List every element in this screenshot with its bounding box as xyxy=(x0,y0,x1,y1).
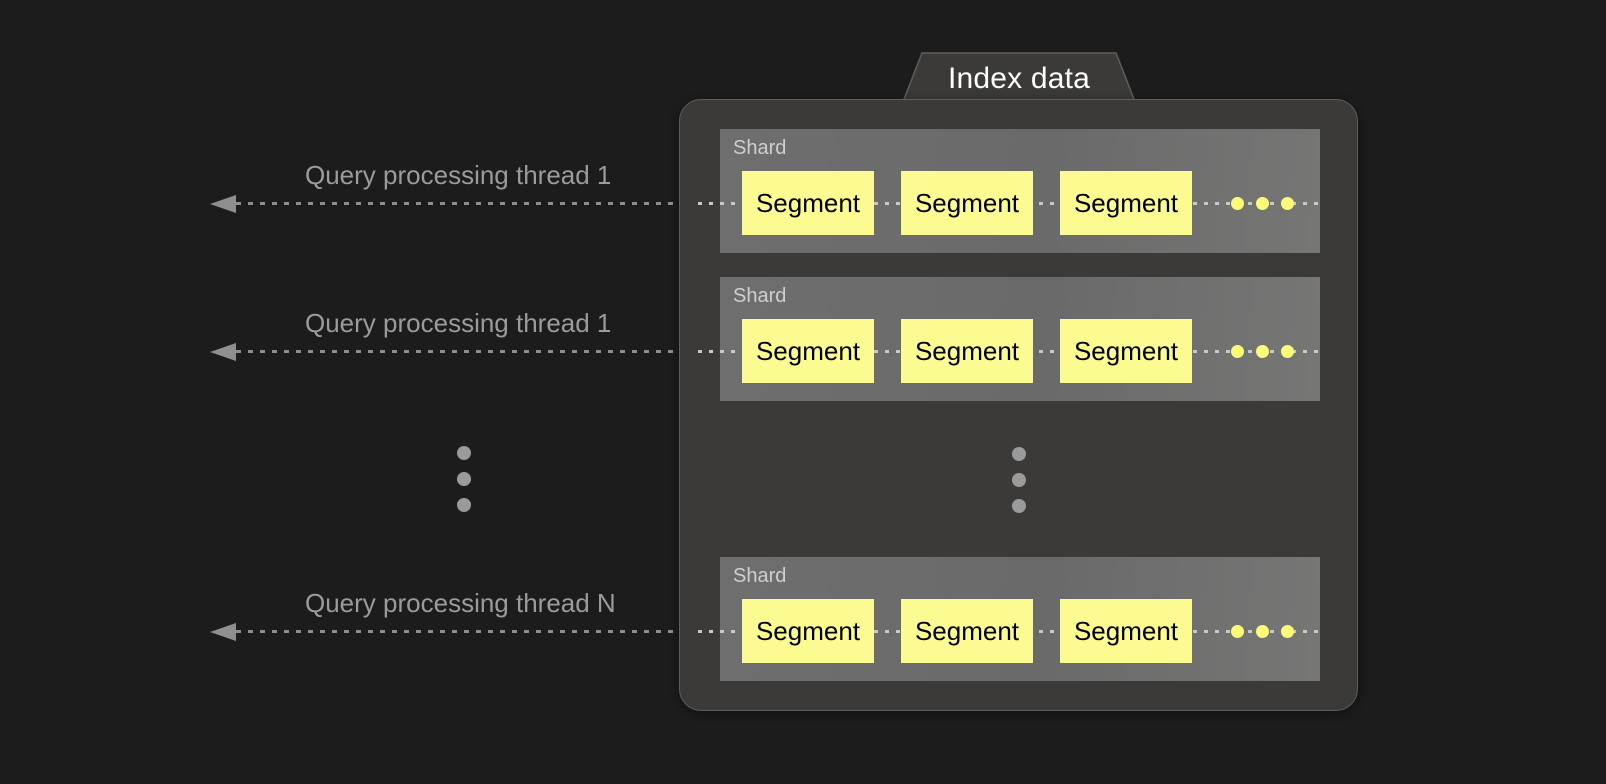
ellipsis-dot xyxy=(457,446,471,460)
query-thread-label-1: Query processing thread 1 xyxy=(305,160,612,190)
shard-label: Shard xyxy=(733,285,787,307)
query-thread-dotted-line-1 xyxy=(236,202,741,205)
segment-box: Segment xyxy=(1060,599,1192,663)
segment-ellipsis-dot xyxy=(1281,345,1294,358)
ellipsis-dot xyxy=(1012,499,1026,513)
segment-ellipsis-dot xyxy=(1256,197,1269,210)
shard-label: Shard xyxy=(733,565,787,587)
segment-ellipsis-dot xyxy=(1231,625,1244,638)
shard-box-1: Shard Segment Segment Segment xyxy=(698,129,1320,253)
segment-box: Segment xyxy=(1060,171,1192,235)
segment-box: Segment xyxy=(901,319,1033,383)
query-thread-dotted-line-2 xyxy=(236,350,741,353)
index-data-panel: Shard Segment Segment Segment Shard Segm… xyxy=(679,99,1358,711)
index-data-title: Index data xyxy=(947,62,1091,95)
ellipsis-dot xyxy=(457,498,471,512)
query-thread-dotted-line-3 xyxy=(236,630,741,633)
segment-ellipsis-dot xyxy=(1231,345,1244,358)
shard-box-2: Shard Segment Segment Segment xyxy=(698,277,1320,401)
ellipsis-dot xyxy=(1012,473,1026,487)
ellipsis-dot xyxy=(457,472,471,486)
left-arrow-icon xyxy=(210,195,236,213)
segments-row-3: Segment Segment Segment xyxy=(698,599,1320,673)
shard-box-3: Shard Segment Segment Segment xyxy=(698,557,1320,681)
segment-box: Segment xyxy=(742,171,874,235)
left-arrow-icon xyxy=(210,623,236,641)
segment-ellipsis-dot xyxy=(1256,345,1269,358)
segment-ellipsis-dot xyxy=(1281,625,1294,638)
query-thread-label-3: Query processing thread N xyxy=(305,588,616,618)
segments-row-2: Segment Segment Segment xyxy=(698,319,1320,393)
segment-box: Segment xyxy=(742,599,874,663)
segment-box: Segment xyxy=(901,599,1033,663)
segment-ellipsis-dot xyxy=(1256,625,1269,638)
vertical-ellipsis-icon-outer xyxy=(457,446,471,512)
segment-ellipsis-dot xyxy=(1281,197,1294,210)
segment-box: Segment xyxy=(901,171,1033,235)
index-data-tab: Index data xyxy=(900,52,1138,108)
segment-ellipsis-dot xyxy=(1231,197,1244,210)
left-arrow-icon xyxy=(210,343,236,361)
query-thread-label-2: Query processing thread 1 xyxy=(305,308,612,338)
shard-label: Shard xyxy=(733,137,787,159)
vertical-ellipsis-icon-inner xyxy=(1012,447,1026,513)
segment-box: Segment xyxy=(742,319,874,383)
ellipsis-dot xyxy=(1012,447,1026,461)
segment-box: Segment xyxy=(1060,319,1192,383)
segments-row-1: Segment Segment Segment xyxy=(698,171,1320,245)
